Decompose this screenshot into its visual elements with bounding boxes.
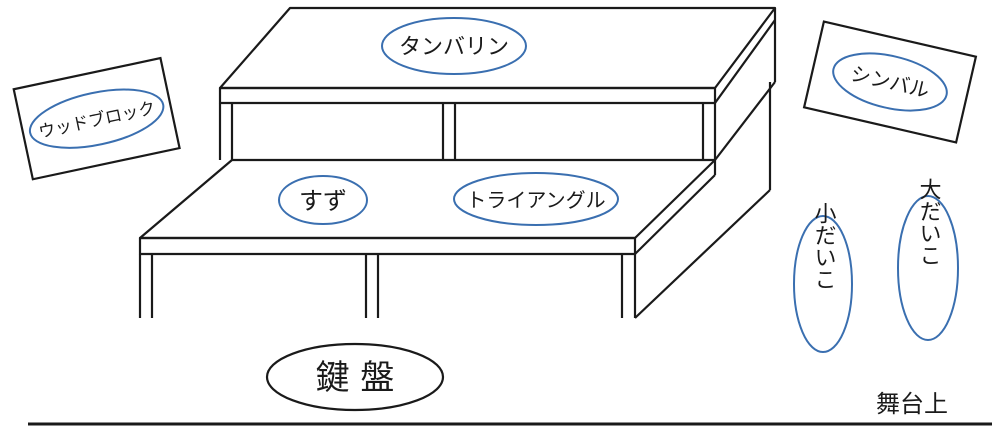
cymbal-card-border [802,20,978,144]
tambourine-marker: タンバリン [381,17,527,75]
lower-tier-back-right [634,189,771,319]
upper-tier-back-right [714,81,776,161]
small-drum-oval [793,215,853,353]
cymbal-oval [832,52,948,112]
upper-tier-edge [218,86,717,105]
wood-block-card-border [12,56,181,181]
wood-block-card: ウッドブロック [12,56,181,181]
keyboard-marker: 鍵 盤 [265,342,445,412]
bass-drum-marker: 大だいこ [897,178,959,341]
bass-drum-label: 大だいこ [916,178,942,266]
bells-marker: すず [278,175,368,225]
lower-tier-top [138,158,717,240]
keyboard-oval [265,342,445,412]
small-drum-marker: 小だいこ [793,202,853,353]
bells-oval [278,175,368,225]
triangle-oval [453,172,619,226]
tambourine-oval [381,17,527,75]
lower-tier-side [634,174,716,255]
cymbal-card: シンバル [802,20,978,144]
triangle-marker: トライアングル [453,172,619,226]
triangle-label: トライアングル [466,188,605,212]
lower-tier-edge [138,236,637,256]
bass-drum-oval [897,195,959,341]
small-drum-label: 小だいこ [811,202,837,290]
upper-tier-side [714,19,776,104]
bells-label: すず [299,187,347,215]
keyboard-label: 鍵 盤 [316,358,395,398]
stage-front-label: 舞台上 [876,390,948,418]
riser-platform [138,6,777,319]
wood-block-oval [28,88,165,149]
tambourine-label: タンバリン [399,35,509,60]
